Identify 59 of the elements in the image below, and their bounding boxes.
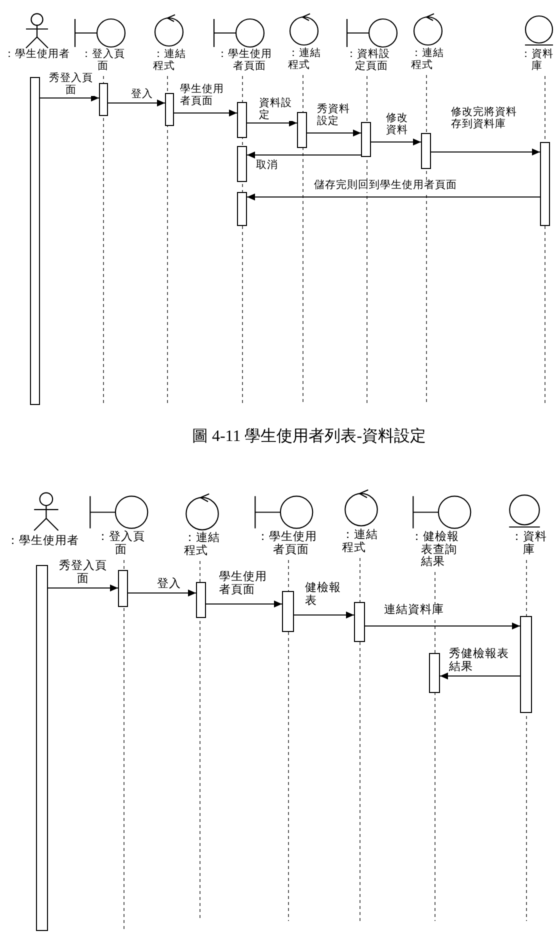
participant-label: ：健檢報表查詢結果 <box>411 531 459 569</box>
message-arrow <box>364 622 520 630</box>
message-arrow <box>294 612 354 618</box>
message-arrow <box>246 152 362 158</box>
message-arrow <box>440 672 520 680</box>
activation-bar <box>165 93 174 126</box>
message-arrow <box>48 584 118 592</box>
message-label: 秀登入頁面 <box>58 560 108 586</box>
message-arrow <box>40 94 100 102</box>
message-label: 連結資料庫 <box>384 604 444 617</box>
message-arrow <box>306 130 362 136</box>
message-arrow <box>128 590 196 596</box>
message-label: 儲存完則回到學生使用者頁面 <box>314 180 457 192</box>
participant-label: ：登入頁面 <box>81 49 126 72</box>
participant-label: ：連結程式 <box>288 48 322 72</box>
activation-bar <box>30 77 40 405</box>
message-arrow <box>246 194 540 200</box>
activation-bar <box>237 192 247 226</box>
participant-label: ：資料庫 <box>511 531 547 556</box>
message-arrow <box>370 138 422 146</box>
activation-bar <box>282 591 294 632</box>
participant-label: ：學生使用者頁面 <box>257 531 318 556</box>
message-arrow <box>206 600 282 608</box>
message-label: 取消 <box>256 160 278 172</box>
activation-bar <box>421 133 431 169</box>
participant-label: ：資料庫 <box>520 49 554 72</box>
message-label: 登入 <box>131 89 153 101</box>
participant-label: ：連結程式 <box>342 529 379 554</box>
activation-bar <box>118 570 128 607</box>
message-arrow <box>246 120 298 126</box>
message-arrow <box>430 148 540 156</box>
activation-bar <box>520 616 532 713</box>
activation-bar <box>36 565 48 931</box>
participant-label: ：學生使用者頁面 <box>217 49 273 72</box>
participant-label: ：學生使用者 <box>4 49 70 61</box>
message-label: 秀健檢報表結果 <box>449 648 509 674</box>
message-arrow <box>108 100 166 106</box>
message-label: 登入 <box>157 578 181 591</box>
message-arrow <box>174 110 238 116</box>
activation-bar <box>237 146 247 182</box>
activation-bar <box>361 122 371 157</box>
activation-bar <box>237 102 247 138</box>
message-label: 修改完將資料存到資料庫 <box>451 107 519 130</box>
activation-bar <box>429 653 440 693</box>
activation-bar <box>297 112 307 148</box>
activation-bar <box>540 142 550 226</box>
message-label: 資料設定 <box>259 98 295 122</box>
participant-label: ：學生使用者 <box>7 535 79 548</box>
figure-caption: 圖 4-11 學生使用者列表-資料設定 <box>190 428 428 446</box>
participant-label: ：登入頁面 <box>96 531 146 556</box>
message-label: 秀登入頁面 <box>48 73 94 96</box>
participant-label: ：連結程式 <box>184 532 221 558</box>
message-label: 健檢報表 <box>305 582 343 608</box>
participant-label: ：連結程式 <box>153 49 187 72</box>
activation-bar <box>354 602 365 642</box>
participant-label: ：連結程式 <box>411 48 445 72</box>
activation-bar <box>99 83 108 116</box>
activation-bar <box>196 582 206 618</box>
participant-label: ：資料設定頁面 <box>346 49 391 72</box>
